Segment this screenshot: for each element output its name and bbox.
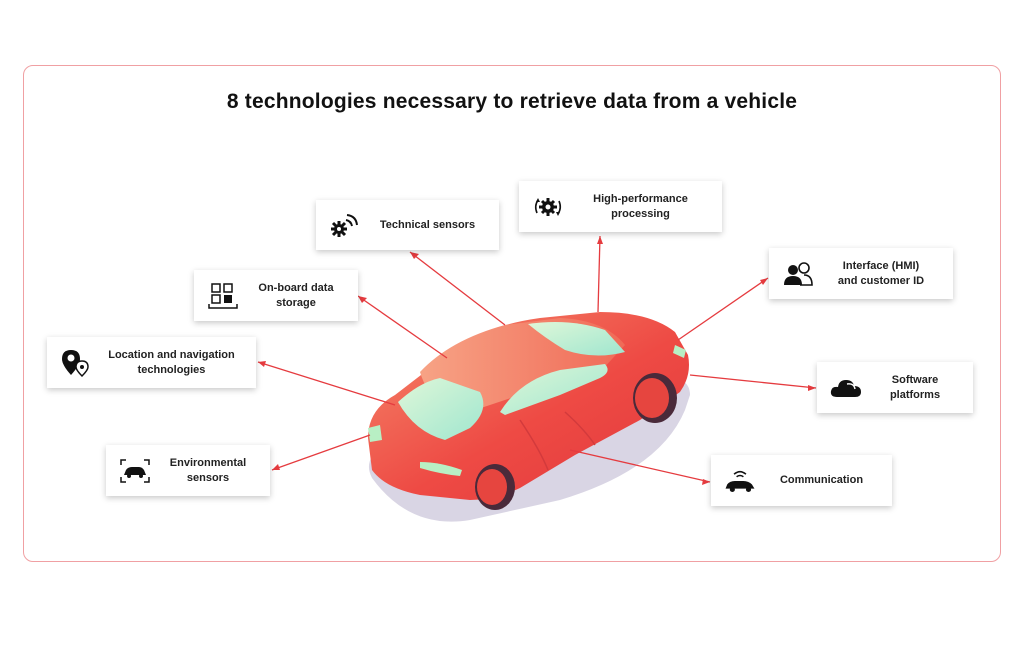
- car-wheel: [635, 378, 669, 418]
- card-label-line: storage: [276, 296, 316, 309]
- gear-signal-icon: [328, 210, 362, 240]
- arrow-storage: [357, 295, 448, 359]
- car-wheel: [477, 469, 507, 505]
- arrow-heads: [258, 236, 816, 485]
- car-wifi-icon: [723, 466, 757, 496]
- car-rear-window: [398, 378, 484, 440]
- car-tail-light: [420, 462, 462, 476]
- card-label-line: Technical sensors: [379, 218, 476, 231]
- card-location-navigation: Location and navigation technologies: [47, 337, 256, 388]
- card-high-performance-processing: High-performance processing: [519, 181, 722, 232]
- arrow-interface: [677, 277, 769, 341]
- diagram-title: 8 technologies necessary to retrieve dat…: [226, 90, 798, 113]
- arrow-software: [689, 374, 817, 389]
- cloud-icon: [829, 373, 863, 403]
- arrow-processing: [597, 235, 601, 313]
- storage-blocks-icon: [206, 281, 240, 311]
- users-icon: [781, 259, 815, 289]
- card-label-line: Interface (HMI): [842, 259, 920, 272]
- card-label-line: High-performance: [593, 192, 688, 205]
- car-door-line: [564, 411, 596, 446]
- card-label-line: Location and navigation: [108, 348, 235, 361]
- location-pin-icon: [59, 348, 93, 378]
- gear-cycle-icon: [531, 192, 565, 222]
- card-label-line: technologies: [137, 363, 206, 376]
- card-label-line: Environmental: [169, 456, 247, 469]
- car-tail-light: [368, 425, 382, 442]
- car-windshield: [528, 322, 625, 356]
- arrow-environmental: [271, 434, 371, 471]
- card-technical-sensors: Technical sensors: [316, 200, 499, 250]
- card-label-line: sensors: [186, 471, 230, 484]
- card-label-line: Communication: [779, 474, 864, 487]
- connector-lines: [257, 235, 817, 483]
- card-label-line: platforms: [889, 388, 941, 401]
- card-communication: Communication: [711, 455, 892, 506]
- card-software-platforms: Software platforms: [817, 362, 973, 413]
- car-side-window: [500, 364, 608, 415]
- arrow-technical-sensors: [409, 251, 506, 326]
- diagram-frame: [23, 65, 1001, 562]
- car-scan-icon: [118, 456, 152, 486]
- arrow-location: [257, 361, 396, 406]
- card-environmental-sensors: Environmental sensors: [106, 445, 270, 496]
- car-door-line: [519, 419, 549, 471]
- card-interface-hmi: Interface (HMI) and customer ID: [769, 248, 953, 299]
- car-head-light: [673, 345, 686, 358]
- card-label-line: processing: [611, 207, 670, 220]
- card-label-line: and customer ID: [837, 274, 925, 287]
- arrow-communication: [569, 449, 711, 483]
- card-label-line: Software: [891, 373, 939, 386]
- card-on-board-data-storage: On-board data storage: [194, 270, 358, 321]
- card-label-line: On-board data: [258, 281, 334, 294]
